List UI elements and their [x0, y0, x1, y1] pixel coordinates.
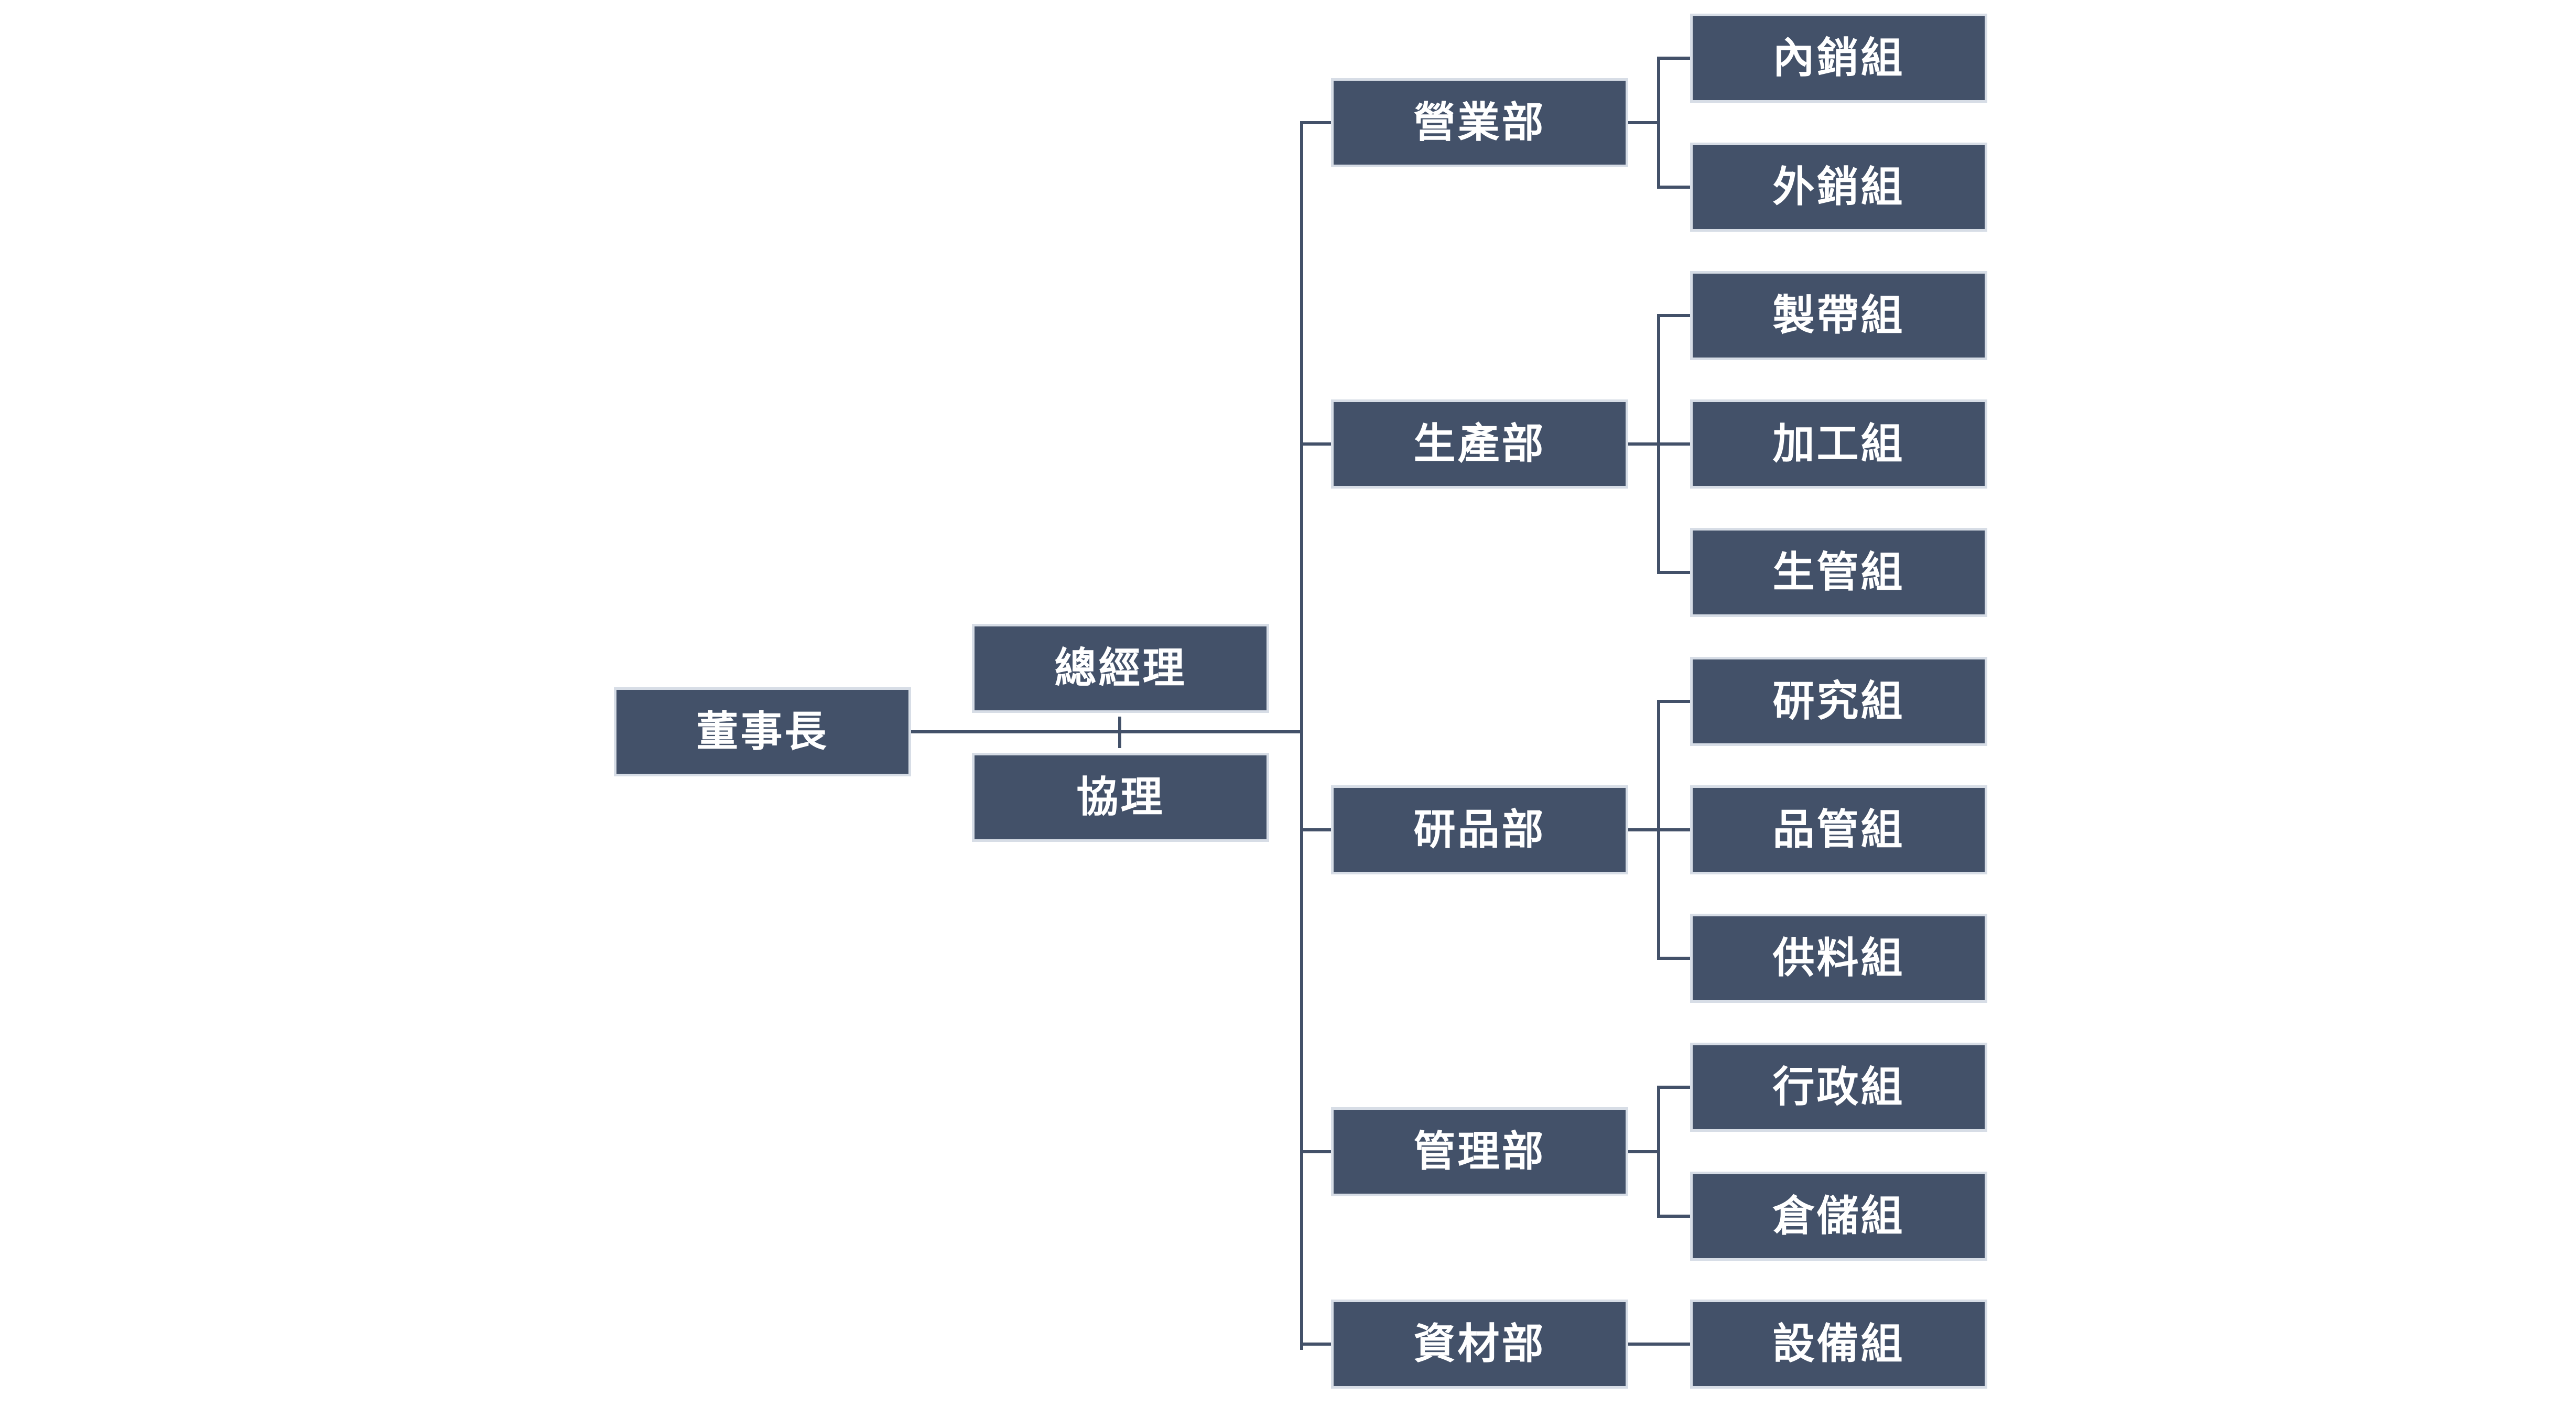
department-stub-management: [1302, 1150, 1331, 1153]
department-materials-label: 資材部: [1413, 1319, 1546, 1368]
group-processing-node: 加工組: [1690, 399, 1987, 489]
sales-group-stub-1: [1659, 57, 1690, 60]
group-material-supply-label: 供料組: [1772, 934, 1905, 982]
group-export-sales-label: 外銷組: [1772, 163, 1905, 211]
group-administration-node: 行政組: [1690, 1043, 1987, 1132]
sales-group-trunk: [1657, 57, 1660, 189]
department-stub-rd: [1302, 828, 1331, 831]
group-belt-making-node: 製帶組: [1690, 271, 1987, 360]
management-group-stub-2: [1659, 1215, 1690, 1218]
chairman-node: 董事長: [614, 687, 911, 776]
group-research-node: 研究組: [1690, 657, 1987, 746]
department-production-label: 生產部: [1413, 419, 1546, 468]
management-group-trunk: [1657, 1086, 1660, 1218]
department-stub-sales: [1302, 121, 1331, 124]
department-sales-label: 營業部: [1413, 98, 1546, 147]
production-group-trunk: [1657, 314, 1660, 574]
department-materials-node: 資材部: [1331, 1300, 1628, 1389]
group-material-supply-node: 供料組: [1690, 914, 1987, 1003]
group-equipment-label: 設備組: [1772, 1319, 1905, 1368]
group-quality-control-label: 品管組: [1772, 805, 1905, 854]
management-link: [1628, 1150, 1659, 1153]
associate-manager-node: 協理: [972, 753, 1269, 842]
rd-group-stub-3: [1659, 957, 1690, 960]
department-production-node: 生產部: [1331, 399, 1628, 489]
department-stub-production: [1302, 442, 1331, 446]
group-processing-label: 加工組: [1772, 419, 1905, 468]
executive-connector: [1118, 717, 1121, 748]
department-management-label: 管理部: [1413, 1127, 1546, 1176]
department-rd-node: 研品部: [1331, 785, 1628, 874]
group-domestic-sales-node: 內銷組: [1690, 14, 1987, 103]
materials-link: [1628, 1343, 1690, 1346]
group-domestic-sales-label: 內銷組: [1772, 34, 1905, 82]
general-manager-label: 總經理: [1054, 644, 1187, 692]
group-belt-making-label: 製帶組: [1772, 291, 1905, 340]
root-connector: [911, 730, 1302, 733]
department-rd-label: 研品部: [1413, 805, 1546, 854]
rd-group-stub-1: [1659, 700, 1690, 703]
sales-link: [1628, 121, 1659, 124]
department-sales-node: 營業部: [1331, 78, 1628, 167]
department-management-node: 管理部: [1331, 1107, 1628, 1196]
group-administration-label: 行政組: [1772, 1063, 1905, 1111]
department-stub-materials: [1302, 1343, 1331, 1346]
management-group-stub-1: [1659, 1086, 1690, 1089]
group-research-label: 研究組: [1772, 677, 1905, 726]
group-quality-control-node: 品管組: [1690, 785, 1987, 874]
associate-manager-label: 協理: [1076, 773, 1165, 821]
general-manager-node: 總經理: [972, 624, 1269, 713]
sales-group-stub-2: [1659, 186, 1690, 189]
group-production-control-node: 生管組: [1690, 528, 1987, 617]
production-group-stub-3: [1659, 571, 1690, 574]
group-production-control-label: 生管組: [1772, 548, 1905, 597]
group-warehouse-label: 倉儲組: [1772, 1192, 1905, 1240]
group-warehouse-node: 倉儲組: [1690, 1172, 1987, 1261]
group-export-sales-node: 外銷組: [1690, 143, 1987, 232]
department-trunk: [1300, 121, 1303, 1350]
rd-group-trunk: [1657, 700, 1660, 960]
group-equipment-node: 設備組: [1690, 1300, 1987, 1389]
chairman-label: 董事長: [696, 707, 829, 756]
production-group-stub-1: [1659, 314, 1690, 317]
